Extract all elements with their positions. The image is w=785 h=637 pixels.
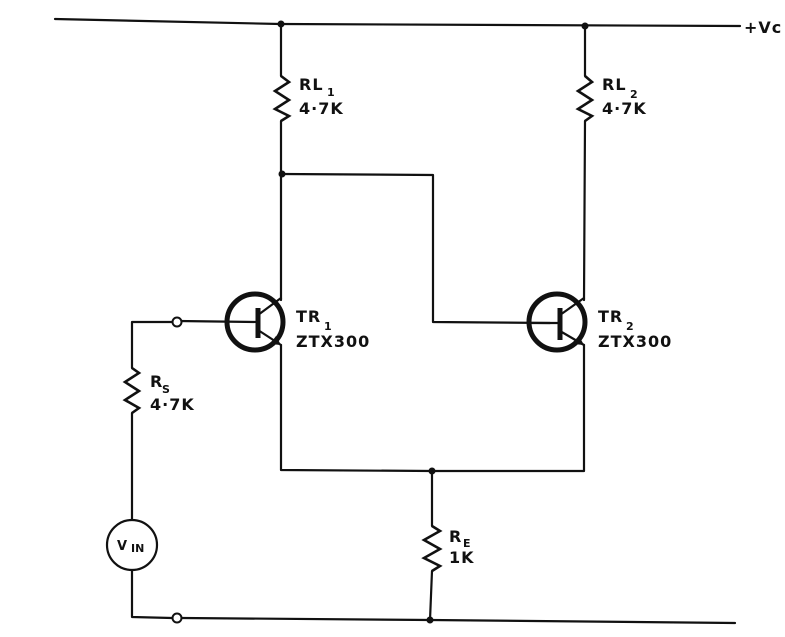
transistor-tr1 [176,291,286,353]
vin-sub: IN [131,542,144,555]
re-value: 1K [449,548,475,567]
rl2-resistor [575,75,595,123]
re-resistor [421,524,443,573]
junction-ground [426,616,434,624]
tr2-part: ZTX300 [598,332,672,351]
re-name: R [449,527,462,546]
rl2-sub: 2 [630,88,638,101]
supply-rail [53,17,742,28]
rl1-name: RL [299,75,324,94]
tr1-sub: 1 [324,320,332,333]
input-terminal-top [171,316,183,328]
transistor-tr2 [526,291,588,353]
emitter-2-wire [430,343,586,473]
re-wire-bottom [428,569,434,622]
rl2-value: 4·7K [602,99,647,118]
tr2-name: TR [598,307,623,326]
tr1-name: TR [296,307,321,326]
rs-value: 4·7K [150,395,195,414]
cross-link [280,172,552,325]
emitter-1-wire [279,343,434,473]
rl1-resistor [272,74,292,123]
tr2-sub: 2 [626,320,634,333]
tr1-part: ZTX300 [296,332,370,351]
rl2-wire-bottom [582,119,587,302]
rl1-value: 4·7K [299,99,344,118]
re-sub: E [463,537,471,550]
input-terminal-bottom [171,612,183,624]
vin-name: V [117,539,127,554]
rs-name: R [150,372,163,391]
rs-resistor [122,366,142,415]
rl1-sub: 1 [327,86,335,99]
input-wire-top [130,320,174,370]
supply-label: +Vc [744,18,782,37]
rl2-name: RL [602,75,627,94]
voltage-source: V IN [105,518,159,572]
ground-rail [180,616,737,625]
vin-wire-bottom [130,568,174,620]
rs-sub: S [162,383,170,396]
